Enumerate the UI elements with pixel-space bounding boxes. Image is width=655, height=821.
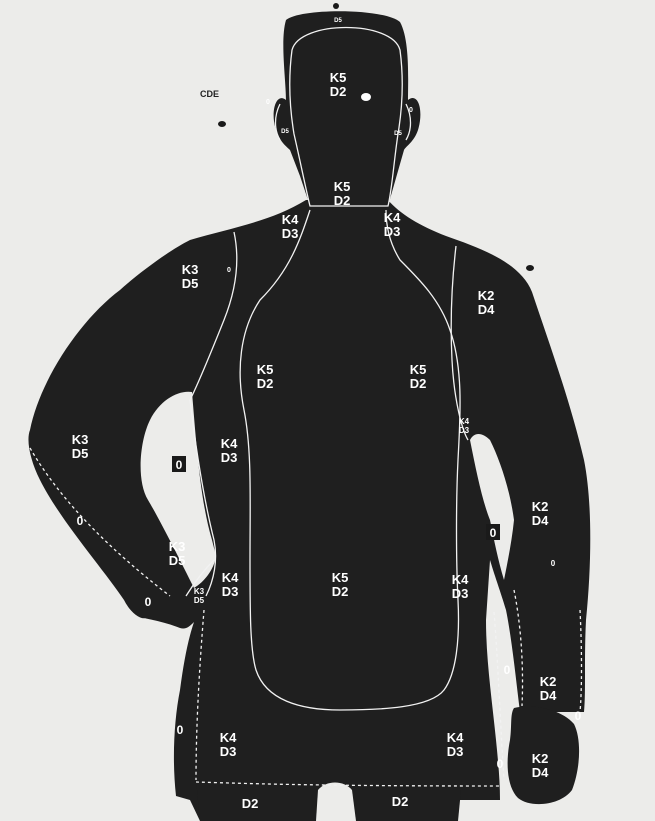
right-upper-arm-d-label: D4 (478, 302, 495, 317)
head-top-small-label: D5 (334, 18, 342, 24)
left-thigh-k-label: K4 (220, 730, 237, 745)
right-wrist-k-label: K2 (540, 674, 557, 689)
head-right-small-label: D5 (394, 131, 402, 137)
right-chest-k-label: K5 (410, 362, 427, 377)
neck-d-label: D2 (334, 193, 351, 208)
right-hand-d-label: D4 (532, 765, 549, 780)
zero-box-label: 0 (490, 526, 497, 540)
abdomen-d-label: D2 (332, 584, 349, 599)
left-upper-arm-d-label: D5 (182, 276, 199, 291)
zero-marker: 0 (551, 559, 556, 568)
right-shoulder-d-label: D3 (384, 224, 401, 239)
left-thigh-d-label: D3 (220, 744, 237, 759)
left-wrist-small-d-label: D5 (194, 596, 205, 605)
left-chest-k-label: K5 (257, 362, 274, 377)
right-hand-k-label: K2 (532, 751, 549, 766)
left-wrist-d-label: D5 (169, 553, 186, 568)
head-k-label: K5 (330, 70, 347, 85)
right-thigh-d-label: D3 (447, 744, 464, 759)
left-shoulder-k-label: K4 (282, 212, 299, 227)
right-forearm-k-label: K2 (532, 499, 549, 514)
zero-marker: 0 (266, 99, 270, 106)
zero-marker: 0 (177, 723, 184, 737)
zero-marker: 0 (409, 107, 413, 114)
abdomen-k-label: K5 (332, 570, 349, 585)
zero-marker: 0 (575, 709, 582, 723)
left-hip-d-label: D3 (222, 584, 239, 599)
cde-annotation: CDE (200, 89, 219, 99)
zero-marker: 0 (77, 514, 84, 528)
left-shoulder-d-label: D3 (282, 226, 299, 241)
zero-marker: 0 (497, 757, 504, 771)
left-chest-d-label: D2 (257, 376, 274, 391)
right-hip-d-label: D3 (452, 586, 469, 601)
neck-k-label: K5 (334, 179, 351, 194)
right-hip-k-label: K4 (452, 572, 469, 587)
left-wrist-small-k-label: K3 (194, 587, 205, 596)
head-left-small-label: D5 (281, 129, 289, 135)
right-leg-d-label: D2 (392, 794, 409, 809)
right-side-small-d-label: D3 (459, 426, 470, 435)
right-side-small-k-label: K4 (459, 417, 470, 426)
right-shoulder-k-label: K4 (384, 210, 401, 225)
left-torso-side-k-label: K4 (221, 436, 238, 451)
left-forearm-k-label: K3 (72, 432, 89, 447)
left-wrist-k-label: K3 (169, 539, 186, 554)
left-forearm-d-label: D5 (72, 446, 89, 461)
left-upper-arm-k-label: K3 (182, 262, 199, 277)
right-thigh-k-label: K4 (447, 730, 464, 745)
zero-box-label: 0 (176, 458, 183, 472)
shot-hole (526, 265, 534, 271)
shot-hole-white (361, 93, 371, 101)
shot-hole (333, 3, 339, 9)
right-wrist-d-label: D4 (540, 688, 557, 703)
right-forearm-d-label: D4 (532, 513, 549, 528)
left-hip-k-label: K4 (222, 570, 239, 585)
head-d-label: D2 (330, 84, 347, 99)
left-leg-shape (196, 780, 326, 821)
right-upper-arm-k-label: K2 (478, 288, 495, 303)
left-leg-d-label: D2 (242, 796, 259, 811)
zero-marker: 0 (145, 595, 152, 609)
right-chest-d-label: D2 (410, 376, 427, 391)
zero-marker: 0 (227, 267, 231, 274)
left-torso-side-d-label: D3 (221, 450, 238, 465)
crotch-gap (316, 783, 356, 821)
zero-marker: 0 (504, 663, 511, 677)
shot-hole (218, 121, 226, 127)
